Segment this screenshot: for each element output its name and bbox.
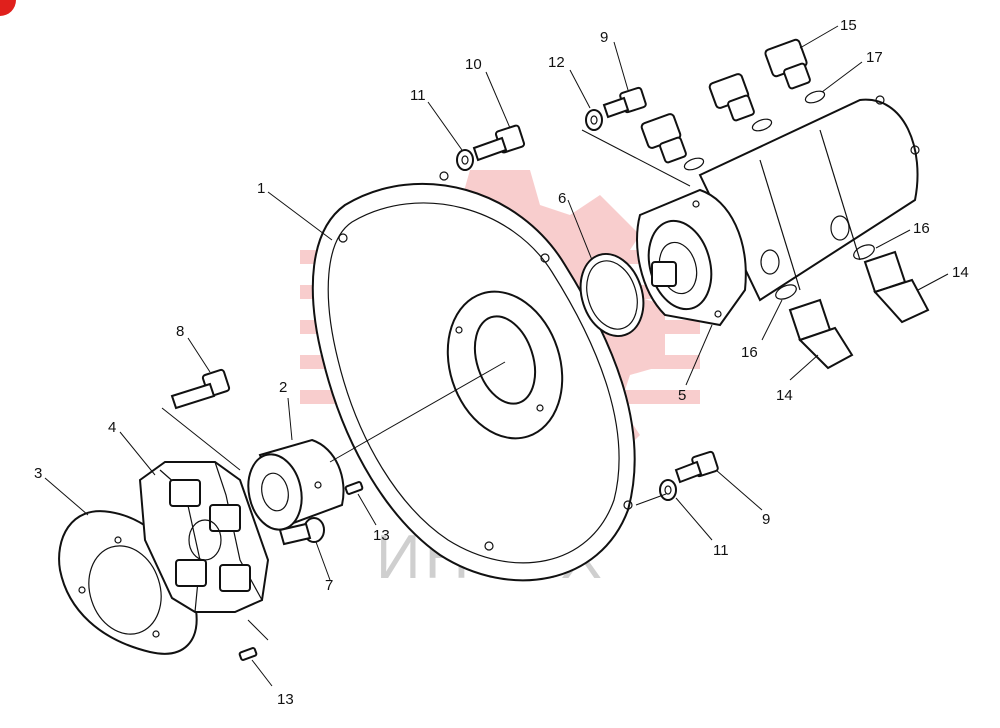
callout-labels: 1 2 3 4 5 6 7 8 9 9 10 11 11 12 13 13 14 (34, 17, 969, 708)
callout-14b: 14 (952, 264, 969, 281)
coupling-hub-part-2 (247, 438, 345, 531)
callout-9b: 9 (762, 511, 770, 528)
callout-10: 10 (465, 56, 482, 73)
set-screw-part-13a (344, 481, 364, 495)
callout-16b: 16 (913, 220, 930, 237)
callout-9a: 9 (600, 29, 608, 46)
callout-3: 3 (34, 465, 42, 482)
callout-13b: 13 (277, 691, 294, 708)
fitting-part-14b (863, 250, 930, 324)
fitting-part-15b (708, 73, 755, 122)
callout-6: 6 (558, 190, 566, 207)
callout-14a: 14 (776, 387, 793, 404)
corner-marker (0, 0, 16, 16)
o-ring-part-6 (579, 252, 645, 338)
assembly-lines (161, 129, 691, 641)
callout-7: 7 (325, 577, 333, 594)
callout-11a: 11 (410, 87, 426, 104)
set-screw-part-13b (238, 647, 258, 661)
callout-2: 2 (279, 379, 287, 396)
callout-5: 5 (678, 387, 686, 404)
callout-8: 8 (176, 323, 184, 340)
callout-16a: 16 (741, 344, 758, 361)
hydraulic-pump-part-5 (636, 95, 920, 327)
callout-11b: 11 (713, 542, 729, 559)
screw-part-7 (278, 517, 325, 546)
o-ring-part-16a (775, 284, 797, 300)
fitting-part-15c (640, 113, 687, 164)
callout-15: 15 (840, 17, 857, 34)
o-ring-part-16b (853, 244, 875, 260)
bolt-part-10 (472, 124, 526, 162)
washer-part-11a (456, 149, 474, 171)
bolt-part-8 (170, 368, 231, 410)
adapter-plate-part-1 (311, 171, 636, 582)
callout-1: 1 (257, 180, 265, 197)
callout-13a: 13 (373, 527, 390, 544)
callout-12: 12 (548, 54, 565, 71)
coupling-element-part-4 (138, 461, 270, 613)
bolt-part-9a (602, 86, 647, 119)
bolt-part-9b (674, 450, 719, 484)
fitting-part-15a (764, 38, 811, 90)
fitting-part-14a (788, 298, 854, 370)
washer-part-11b (659, 479, 677, 501)
o-ring-part-17 (683, 90, 826, 171)
washer-part-12 (585, 109, 603, 131)
callout-4: 4 (108, 419, 116, 436)
callout-17: 17 (866, 49, 883, 66)
